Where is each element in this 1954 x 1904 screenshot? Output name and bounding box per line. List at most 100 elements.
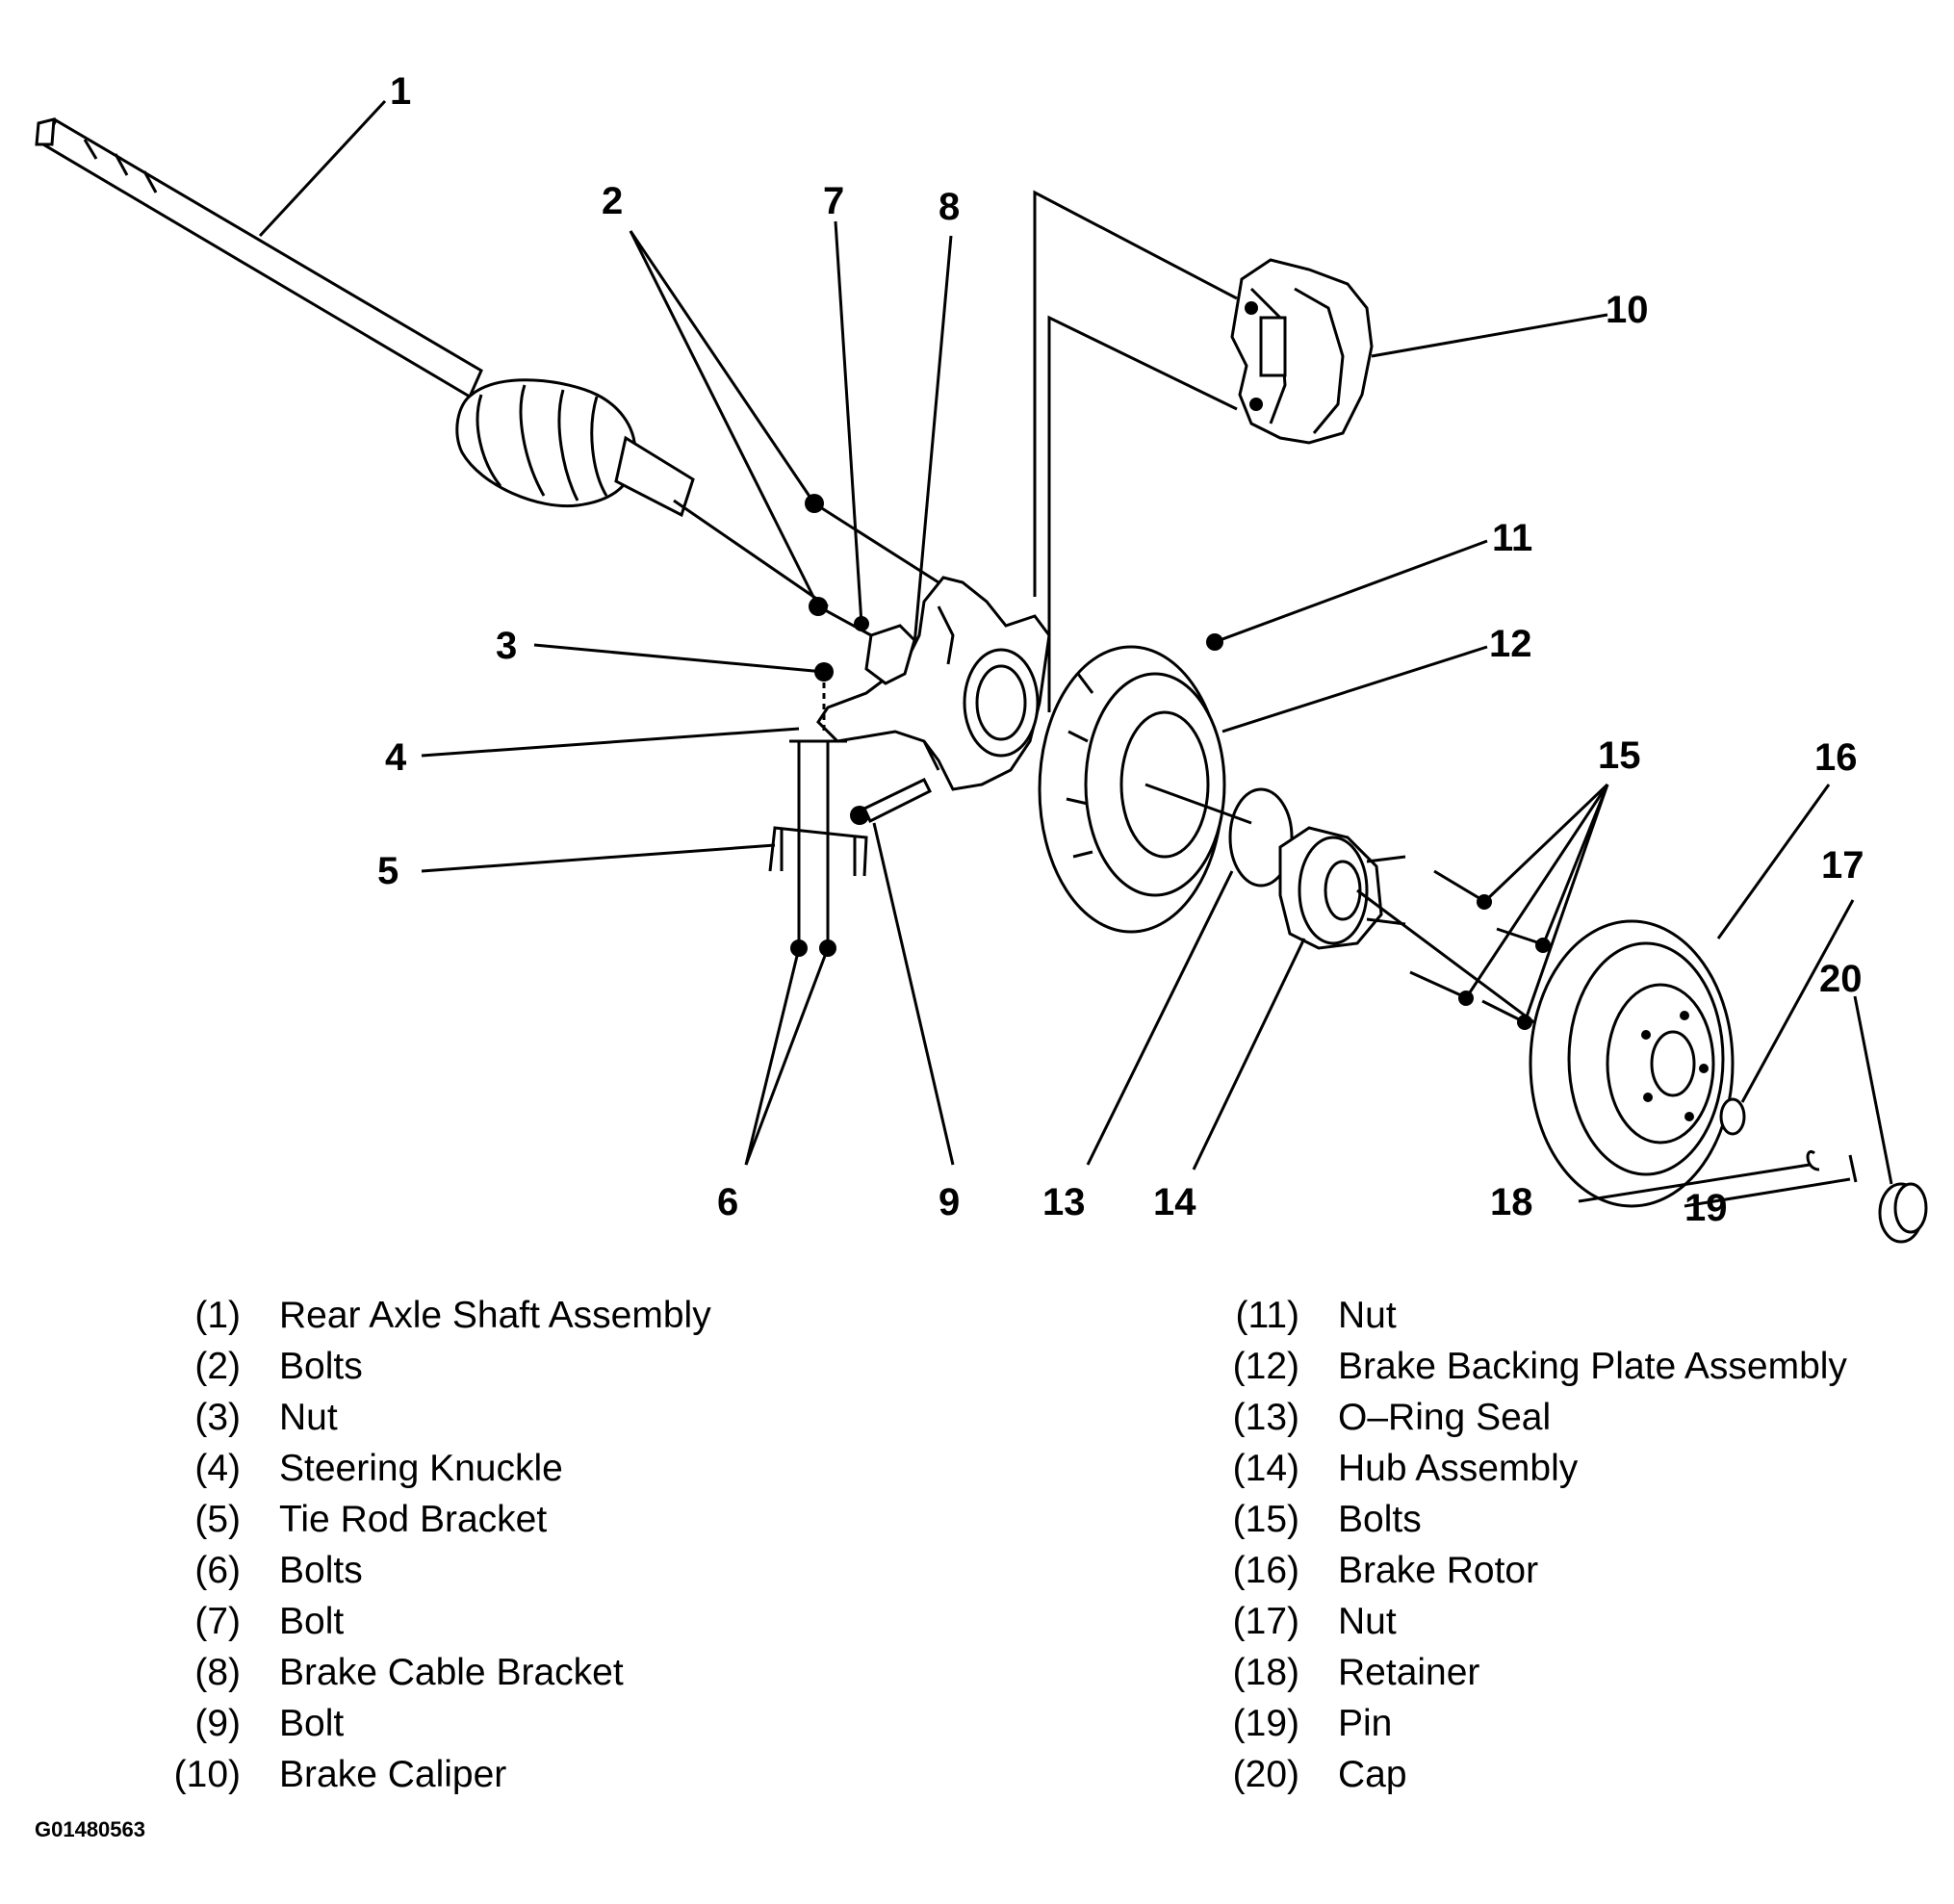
- caliper-routing-lines: [1033, 190, 1238, 712]
- callout-8: 8: [938, 186, 960, 228]
- legend-item: (18) Retainer: [1203, 1647, 1847, 1698]
- legend-label: Retainer: [1338, 1651, 1480, 1693]
- legend-item: (9) Bolt: [144, 1698, 711, 1749]
- legend-item: (13) O–Ring Seal: [1203, 1392, 1847, 1443]
- brake-backing-plate-assembly: [1038, 645, 1252, 934]
- callout-3: 3: [496, 625, 517, 667]
- o-ring-seal: [1228, 787, 1294, 888]
- callout-17: 17: [1821, 844, 1864, 887]
- legend-label: Brake Cable Bracket: [279, 1651, 624, 1693]
- legend-label: Bolts: [279, 1345, 363, 1387]
- legend-number: (13): [1232, 1396, 1299, 1438]
- callout-4: 4: [385, 736, 407, 779]
- legend-label: Nut: [279, 1396, 338, 1438]
- legend-item: (2) Bolts: [144, 1341, 711, 1392]
- callout-15: 15: [1598, 734, 1641, 777]
- legend-item: (11) Nut: [1203, 1290, 1847, 1341]
- legend-number: (5): [194, 1498, 241, 1540]
- legend-item: (3) Nut: [144, 1392, 711, 1443]
- callout-14: 14: [1153, 1181, 1196, 1223]
- legend-number: (18): [1232, 1651, 1299, 1693]
- legend-label: Bolts: [279, 1549, 363, 1591]
- legend-number: (6): [194, 1549, 241, 1591]
- legend-label: Brake Caliper: [279, 1753, 507, 1795]
- bolts-6: [789, 739, 847, 957]
- legend-number: (16): [1232, 1549, 1299, 1591]
- callout-16: 16: [1814, 736, 1858, 779]
- legend-label: Bolt: [279, 1600, 345, 1642]
- legend-label: Pin: [1338, 1702, 1393, 1744]
- callout-numbers: 1 2 3 4 5 6 7 8 9 10 11 12 13 14 15 16 1…: [377, 70, 1864, 1229]
- callout-19: 19: [1684, 1187, 1728, 1229]
- callout-20: 20: [1819, 958, 1863, 1000]
- rear-axle-shaft-assembly: [35, 117, 829, 608]
- callout-13: 13: [1042, 1181, 1086, 1223]
- legend-number: (9): [194, 1702, 241, 1744]
- legend-item: (12) Brake Backing Plate Assembly: [1203, 1341, 1847, 1392]
- legend-number: (17): [1232, 1600, 1299, 1642]
- legend-label: Brake Backing Plate Assembly: [1338, 1345, 1847, 1387]
- legend-number: (4): [194, 1447, 241, 1489]
- legend-number: (12): [1232, 1345, 1299, 1387]
- legend-item: (8) Brake Cable Bracket: [144, 1647, 711, 1698]
- legend-number: (8): [194, 1651, 241, 1693]
- legend-item: (1) Rear Axle Shaft Assembly: [144, 1290, 711, 1341]
- pin-19: [1848, 1154, 1858, 1183]
- legend-number: (15): [1232, 1498, 1299, 1540]
- brake-caliper: [1230, 258, 1374, 445]
- legend-number: (2): [194, 1345, 241, 1387]
- legend-label: Cap: [1338, 1753, 1407, 1795]
- legend-label: Hub Assembly: [1338, 1447, 1579, 1489]
- legend-item: (17) Nut: [1203, 1596, 1847, 1647]
- bolt-9: [850, 778, 933, 825]
- legend-item: (16) Brake Rotor: [1203, 1545, 1847, 1596]
- exploded-view-diagram: 1 2 3 4 5 6 7 8 9 10 11 12 13 14 15 16 1…: [35, 70, 1928, 1244]
- legend-label: Nut: [1338, 1294, 1397, 1336]
- callout-2: 2: [602, 180, 623, 222]
- legend-number: (11): [1235, 1294, 1299, 1336]
- leader-lines: [258, 99, 1893, 1208]
- callout-7: 7: [823, 180, 844, 222]
- legend-label: O–Ring Seal: [1338, 1396, 1552, 1438]
- legend-number: (20): [1232, 1753, 1299, 1795]
- legend-item: (10) Brake Caliper: [144, 1749, 711, 1800]
- legend-number: (1): [194, 1294, 241, 1336]
- legend-label: Bolt: [279, 1702, 345, 1744]
- legend-left-column: (1) Rear Axle Shaft Assembly (2) Bolts (3)…: [144, 1290, 711, 1800]
- cap-20: [1878, 1182, 1928, 1244]
- callout-10: 10: [1606, 289, 1649, 331]
- callout-1: 1: [390, 70, 411, 113]
- callout-5: 5: [377, 850, 399, 892]
- hub-assembly: [1278, 826, 1681, 1133]
- legend-label: Steering Knuckle: [279, 1447, 563, 1489]
- retainer-18: [1806, 1149, 1820, 1171]
- callout-6: 6: [717, 1181, 738, 1223]
- legend-label: Brake Rotor: [1338, 1549, 1539, 1591]
- legend-right-column: (11) Nut (12) Brake Backing Plate Assembly…: [1203, 1290, 1847, 1800]
- tie-rod-bracket: [768, 826, 868, 877]
- callout-12: 12: [1489, 623, 1532, 665]
- legend-label: Tie Rod Bracket: [279, 1498, 548, 1540]
- brake-rotor: [1529, 919, 1735, 1208]
- legend-item: (6) Bolts: [144, 1545, 711, 1596]
- brake-cable-bracket: [864, 624, 916, 685]
- legend-item: (5) Tie Rod Bracket: [144, 1494, 711, 1545]
- legend-item: (14) Hub Assembly: [1203, 1443, 1847, 1494]
- legend-item: (4) Steering Knuckle: [144, 1443, 711, 1494]
- legend-number: (3): [194, 1396, 241, 1438]
- callout-11: 11: [1492, 517, 1532, 559]
- legend-item: (19) Pin: [1203, 1698, 1847, 1749]
- callout-18: 18: [1490, 1181, 1533, 1223]
- legend-number: (10): [173, 1753, 241, 1795]
- callout-9: 9: [938, 1181, 960, 1223]
- legend-number: (19): [1232, 1702, 1299, 1744]
- legend-number: (14): [1232, 1447, 1299, 1489]
- steering-knuckle: [816, 576, 1051, 791]
- legend-number: (7): [194, 1600, 241, 1642]
- legend-item: (7) Bolt: [144, 1596, 711, 1647]
- nut-17: [1719, 1097, 1746, 1136]
- legend-item: (20) Cap: [1203, 1749, 1847, 1800]
- figure-id: G01480563: [35, 1817, 145, 1841]
- legend-label: Nut: [1338, 1600, 1397, 1642]
- legend-label: Rear Axle Shaft Assembly: [279, 1294, 711, 1336]
